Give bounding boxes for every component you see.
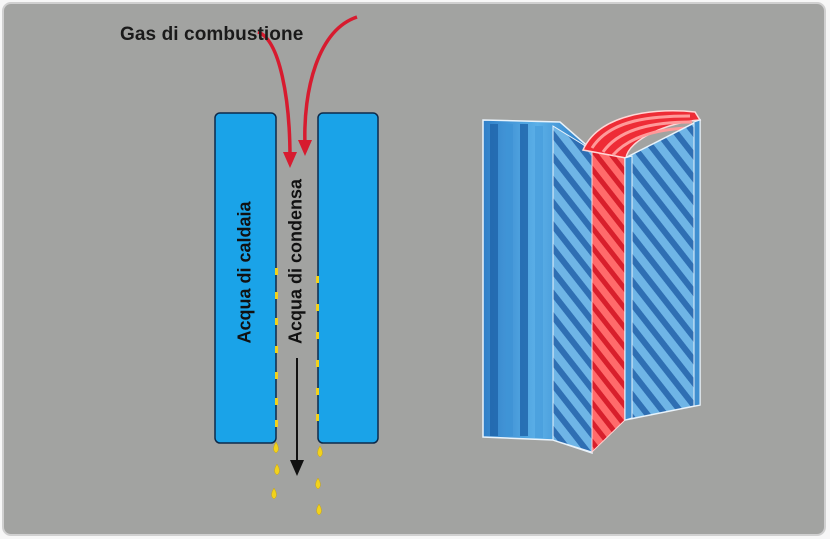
boiler-water-wall-left — [214, 112, 277, 444]
heat-exchanger-illustration — [482, 110, 702, 455]
gas-label: Gas di combustione — [120, 24, 304, 45]
condensate-label: Acqua di condensa — [285, 178, 306, 345]
condensate-flow-arrow — [290, 358, 304, 476]
gas-flow-arrows — [257, 15, 358, 168]
boiler-water-wall-right — [317, 112, 379, 444]
wall-droplets — [275, 268, 319, 427]
falling-droplets — [271, 441, 323, 516]
boiler-water-label: Acqua di caldaia — [234, 201, 255, 344]
